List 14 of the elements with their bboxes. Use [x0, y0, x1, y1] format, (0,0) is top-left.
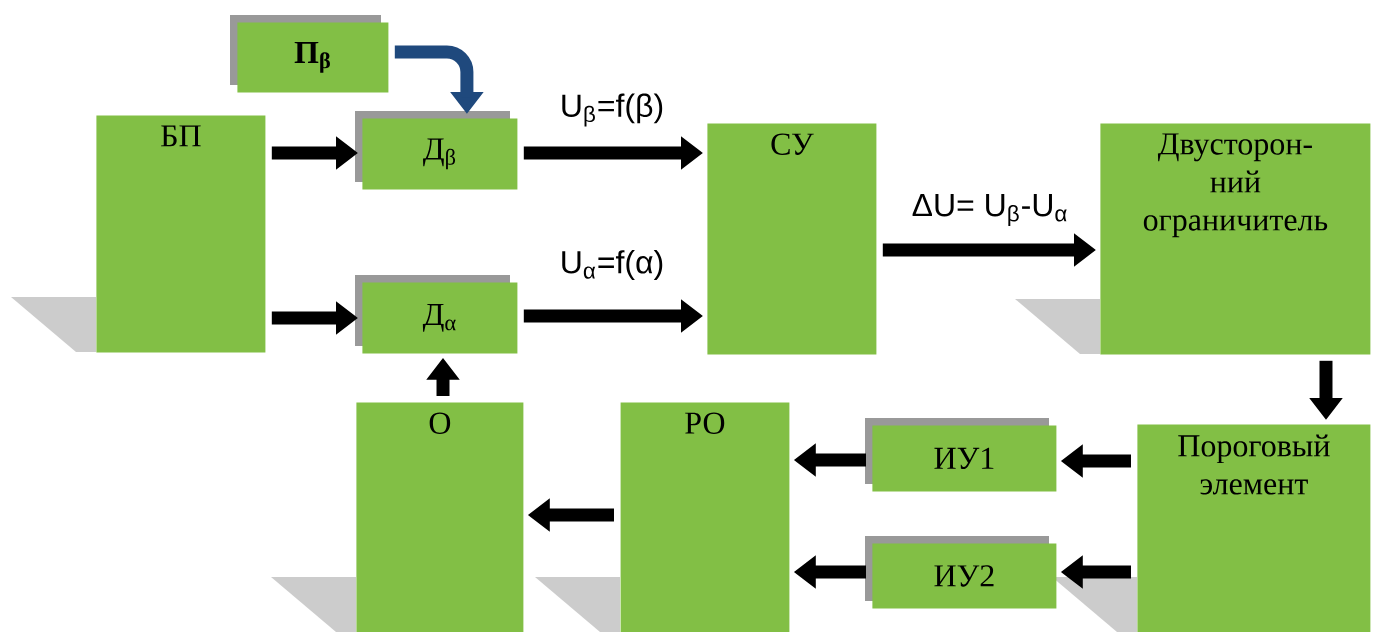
edge-label: ΔU= U$_{β}$-U$_{α}$ — [912, 194, 1067, 226]
process-box: О — [356, 402, 524, 632]
process-box: Пороговый элемент — [1137, 424, 1371, 632]
process-box: П$_{β}$ — [230, 15, 389, 93]
process-box: ИУ1 — [865, 418, 1057, 492]
process-box: Двусторон- ний ограничитель — [1100, 123, 1371, 355]
edge-label: U$_{α}$=f(α) — [562, 250, 663, 280]
process-box: БП — [96, 115, 266, 353]
process-box: СУ — [707, 123, 877, 355]
process-box: ИУ2 — [865, 536, 1057, 609]
process-box: Д$_{α}$ — [355, 275, 518, 354]
process-box: РО — [620, 402, 790, 632]
process-box: Д$_{β}$ — [355, 111, 518, 190]
edge-label: U$_{β}$=f(β) — [562, 93, 663, 127]
